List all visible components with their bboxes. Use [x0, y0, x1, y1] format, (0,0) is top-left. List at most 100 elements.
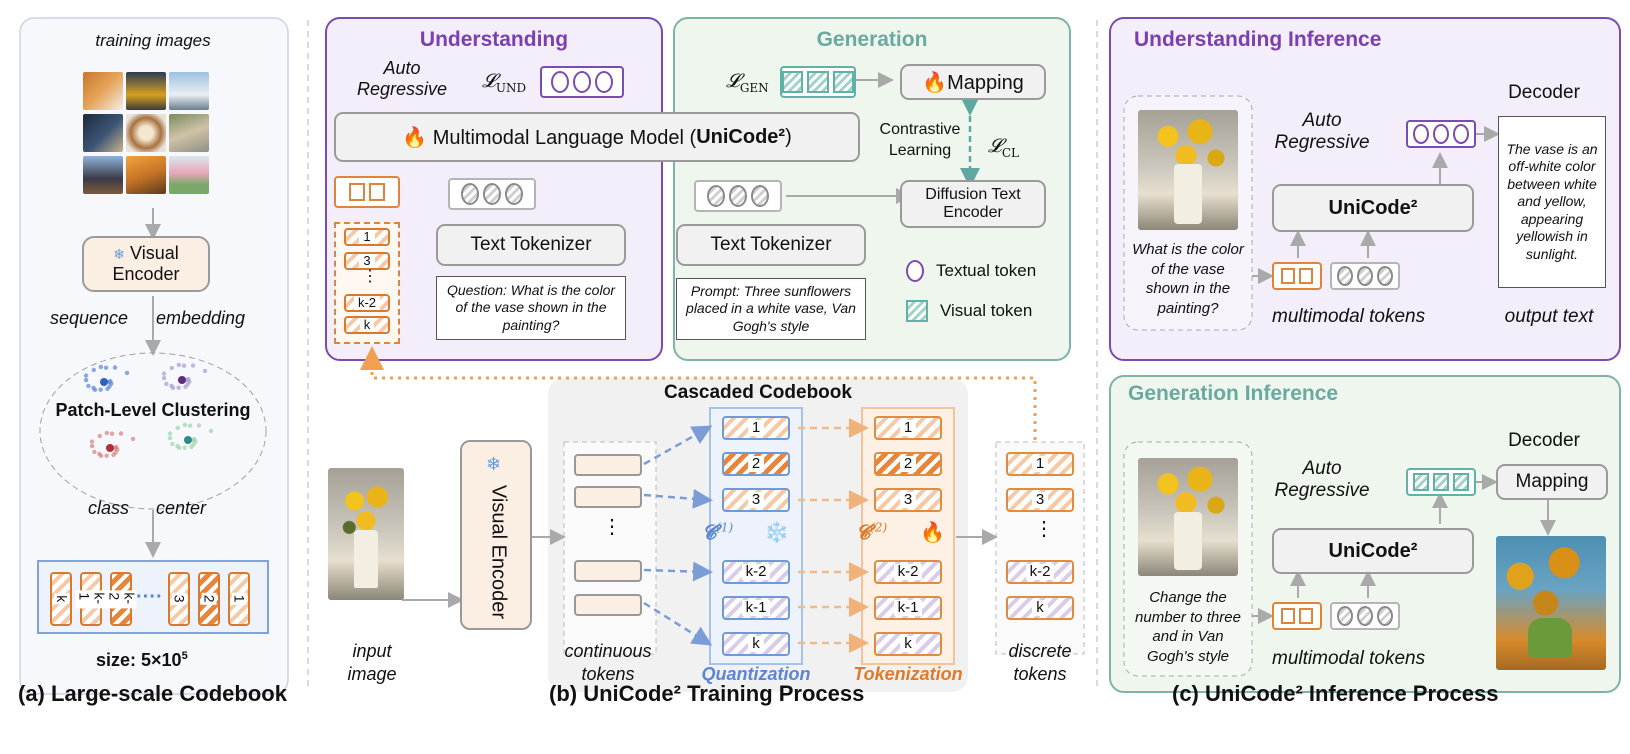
- training-image-latte: [126, 114, 166, 152]
- cluster-point: [98, 453, 104, 459]
- und-token-0: 1: [344, 228, 390, 246]
- quantization-column: [709, 407, 803, 665]
- output-text-note: The vase is an off-white color between w…: [1498, 116, 1606, 288]
- training-image-temple: [83, 156, 123, 194]
- cluster-point: [169, 365, 175, 371]
- cluster-point: [108, 378, 113, 384]
- text-tokenizer-generation: Text Tokenizer: [676, 224, 866, 266]
- output-textual-tokens: [1406, 120, 1476, 148]
- continuous-token-0: [574, 454, 642, 476]
- cluster-point: [196, 423, 202, 428]
- cluster-point: [170, 385, 176, 391]
- discrete-token-0: 1: [1006, 452, 1074, 476]
- tokenization-label: Tokenization: [853, 664, 963, 684]
- cluster-point: [103, 365, 109, 370]
- quantization-label: Quantization: [701, 664, 811, 684]
- generation-title: Generation: [816, 28, 928, 51]
- cluster-point: [182, 422, 188, 428]
- cluster-point: [167, 435, 173, 441]
- codebook-token-5: 1: [228, 572, 250, 626]
- continuous-token-2: [574, 560, 642, 582]
- tokenized-token-2: 3: [874, 488, 942, 512]
- quant-token-0: 1: [722, 416, 790, 440]
- training-image-cat: [169, 114, 209, 152]
- cluster-point: [176, 385, 181, 390]
- cluster-point: [186, 376, 191, 382]
- cluster-point: [92, 387, 98, 393]
- cluster-point: [83, 377, 89, 383]
- und-token-4: k: [344, 316, 390, 334]
- cascaded-codebook-title: Cascaded Codebook: [664, 382, 852, 403]
- tokenized-token-5: k: [874, 632, 942, 656]
- und-textual-tokens: [540, 66, 624, 98]
- cluster-point: [164, 381, 169, 387]
- quant-token-4: k-1: [722, 596, 790, 620]
- und-question-textual-tokens: [448, 178, 536, 210]
- training-image-motorbike: [83, 114, 123, 152]
- discrete-token-ellipsis: ⋮: [1034, 518, 1054, 540]
- cluster-point: [124, 370, 130, 376]
- und-inference-image: [1138, 110, 1238, 230]
- cluster-dots: [83, 362, 214, 459]
- cluster-point: [118, 431, 124, 436]
- decoder-label-2: Decoder: [1508, 430, 1580, 451]
- vase-shape: [354, 530, 378, 588]
- training-image-fox: [83, 72, 123, 110]
- continuous-token-3: [574, 594, 642, 616]
- cluster-point: [181, 363, 187, 368]
- cluster-point: [202, 368, 208, 374]
- prompt-note: Prompt: Three sunflowers placed in a whi…: [676, 278, 866, 340]
- cluster-point: [104, 453, 109, 458]
- training-image-car: [126, 72, 166, 110]
- cluster-center: [106, 444, 114, 452]
- discrete-token-1: 3: [1006, 488, 1074, 512]
- training-images-label: training images: [95, 31, 211, 50]
- discrete-token-3: k-2: [1006, 560, 1074, 584]
- training-image-lighthouse: [169, 72, 209, 110]
- gen-inference-image: [1138, 458, 1238, 576]
- cluster-point: [111, 452, 116, 458]
- codebook-token-3: 3: [168, 572, 190, 626]
- cluster-point: [189, 444, 194, 450]
- cluster-point: [176, 362, 182, 368]
- cluster-center: [100, 378, 108, 386]
- gen-prompt-textual-tokens: [694, 180, 782, 212]
- output-text-label: output text: [1504, 306, 1594, 327]
- embedding-label: embedding: [156, 308, 246, 328]
- cluster-point: [104, 430, 110, 436]
- cluster-point: [183, 384, 188, 390]
- und-inference-visual-tokens: [1272, 262, 1322, 290]
- codebook-token-1: k-1: [75, 572, 107, 626]
- cluster-point: [161, 371, 167, 376]
- cluster-point: [86, 383, 91, 389]
- cluster-point: [97, 433, 103, 439]
- multimodal-tokens-label-2: multimodal tokens: [1272, 648, 1426, 669]
- quant-token-1: 2: [722, 452, 790, 476]
- multimodal-tokens-label-1: multimodal tokens: [1272, 306, 1426, 327]
- textual-token-icon: [906, 260, 924, 282]
- generated-van-gogh-image: [1496, 536, 1606, 670]
- caption-c: (c) UniCode² Inference Process: [1172, 681, 1499, 706]
- codebook-c1: 𝓒(1): [702, 520, 734, 544]
- tokenized-token-3: k-2: [874, 560, 942, 584]
- unicode-model-understanding: UniCode²: [1272, 184, 1474, 232]
- understanding-inference-title: Understanding Inference: [1134, 28, 1382, 51]
- cluster-point: [208, 428, 214, 434]
- cluster-point: [105, 386, 110, 392]
- gen-inference-textual-tokens: [1330, 602, 1400, 630]
- quant-token-5: k: [722, 632, 790, 656]
- loss-und: 𝓛UND: [482, 70, 527, 95]
- cluster-point: [192, 436, 197, 442]
- legend-textual: Textual token: [906, 260, 1036, 282]
- training-visual-encoder: ❄ Visual Encoder: [460, 440, 532, 630]
- continuous-token-ellipsis: ⋮: [602, 516, 622, 538]
- cluster-point: [114, 444, 119, 450]
- und-inference-textual-tokens: [1330, 262, 1400, 290]
- gen-inference-visual-tokens-out: [1406, 468, 1476, 496]
- cluster-point: [89, 439, 95, 444]
- cluster-point: [190, 363, 196, 368]
- patch-level-clustering-label: Patch-Level Clustering: [55, 400, 251, 420]
- und-token-3: k-2: [344, 294, 390, 312]
- input-image-label: input image: [347, 641, 397, 685]
- und-inference-question: What is the color of the vase shown in t…: [1132, 241, 1244, 317]
